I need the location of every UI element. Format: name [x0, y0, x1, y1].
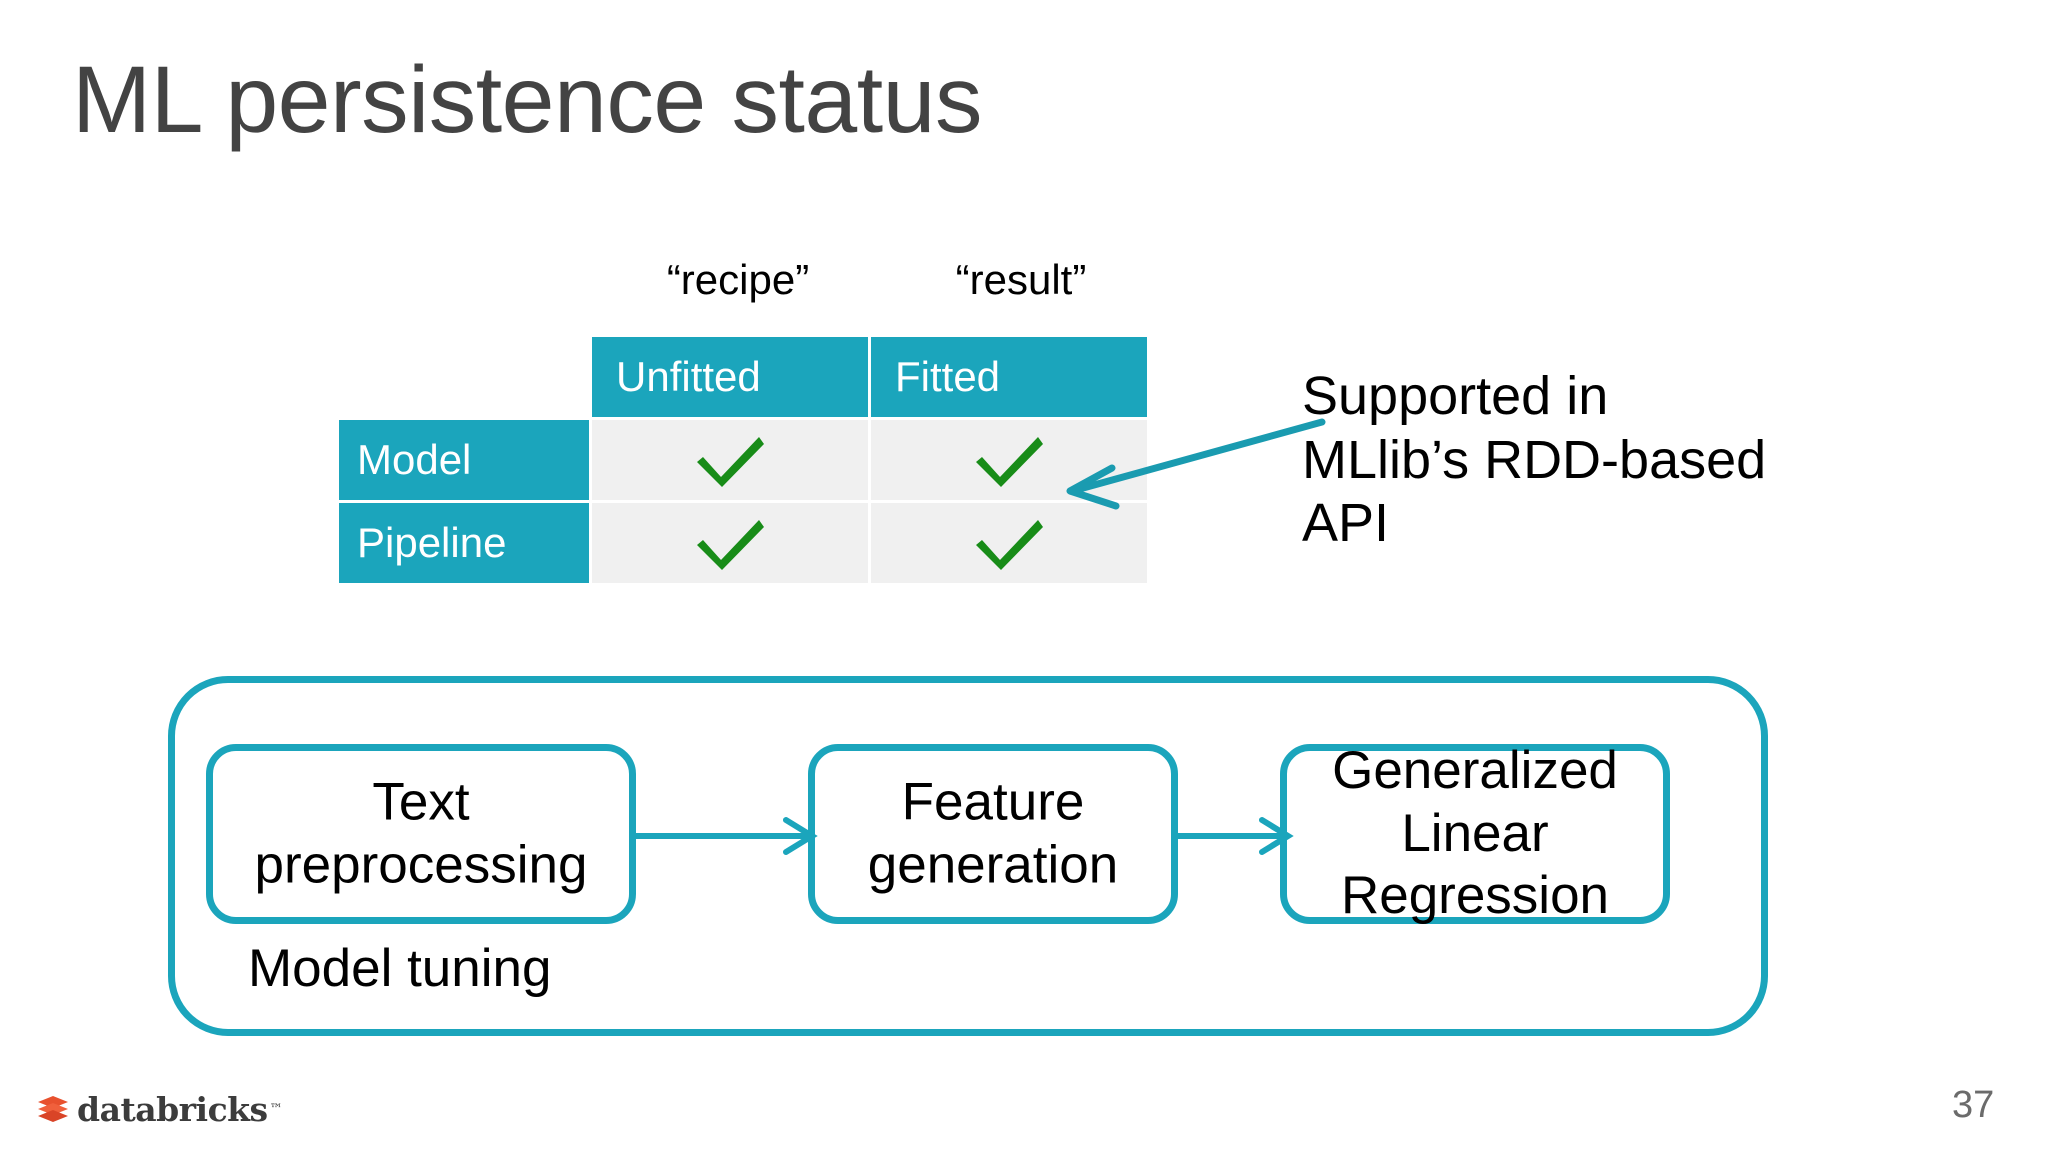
- table-row: Pipeline: [339, 503, 1147, 583]
- pipeline-arrow-icon: [630, 816, 820, 856]
- pipeline-stage-label: Text preprocessing: [254, 772, 588, 894]
- callout-text: Supported in MLlib’s RDD-based API: [1302, 365, 1902, 556]
- check-icon: [972, 514, 1046, 572]
- check-icon: [972, 431, 1046, 489]
- callout-arrow-icon: [1050, 398, 1330, 518]
- pipeline-arrow-icon: [1172, 816, 1294, 856]
- check-icon: [693, 431, 767, 489]
- column-caption-result: “result”: [955, 256, 1087, 303]
- pipeline-outer-label: Model tuning: [248, 939, 552, 998]
- cell-pipeline-fitted: [871, 503, 1147, 583]
- row-header-model: Model: [339, 420, 589, 500]
- page-number: 37: [1952, 1084, 1995, 1126]
- row-header-pipeline: Pipeline: [339, 503, 589, 583]
- table-row: Model: [339, 420, 1147, 500]
- pipeline-stage-label: Generalized Linear Regression: [1332, 741, 1618, 926]
- table: Unfitted Fitted Model: [336, 334, 1150, 586]
- pipeline-diagram: Text preprocessing Feature generation Ge…: [168, 676, 1768, 1036]
- callout-line-3: API: [1302, 493, 1390, 554]
- pipeline-stage-generalized-linear-regression[interactable]: Generalized Linear Regression: [1280, 741, 1670, 925]
- column-header-unfitted: Unfitted: [592, 337, 868, 417]
- cell-pipeline-unfitted: [592, 503, 868, 583]
- trademark-symbol: ™: [269, 1101, 283, 1117]
- pipeline-outer-container: [168, 676, 1768, 1036]
- check-icon: [693, 514, 767, 572]
- callout-line-2: MLlib’s RDD-based: [1302, 429, 1767, 490]
- pipeline-stage-text-preprocessing[interactable]: Text preprocessing: [206, 744, 636, 924]
- table-corner-cell: [339, 337, 589, 417]
- databricks-logo: databricks ™: [36, 1086, 283, 1132]
- page-title: ML persistence status: [72, 47, 983, 153]
- cell-model-unfitted: [592, 420, 868, 500]
- persistence-table: “recipe” “result” Unfitted Fitted Model: [336, 256, 1147, 616]
- column-caption-recipe: “recipe”: [666, 256, 810, 303]
- callout-line-1: Supported in: [1302, 366, 1609, 426]
- pipeline-stage-feature-generation[interactable]: Feature generation: [808, 744, 1178, 924]
- pipeline-stage-label: Feature generation: [867, 772, 1119, 894]
- databricks-logo-text: databricks: [77, 1089, 268, 1129]
- table-header-row: Unfitted Fitted: [339, 337, 1147, 417]
- column-header-fitted: Fitted: [871, 337, 1147, 417]
- databricks-logo-icon: [36, 1092, 70, 1126]
